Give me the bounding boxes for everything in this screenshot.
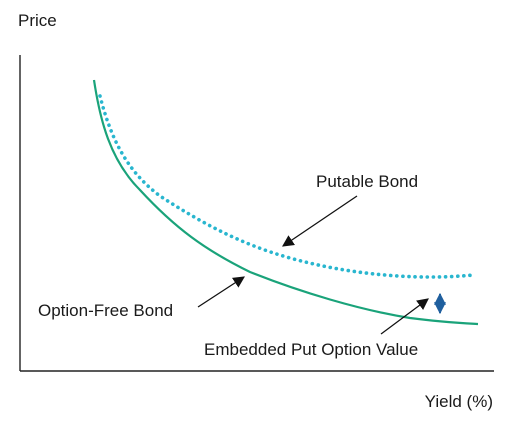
option-free-bond-label: Option-Free Bond: [38, 301, 173, 320]
embedded-put-option-label: Embedded Put Option Value: [204, 340, 418, 359]
y-axis-label: Price: [18, 11, 57, 30]
putable-bond-arrow: [282, 195, 358, 247]
putable-bond-label: Putable Bond: [316, 172, 418, 191]
option-free-bond-arrow: [197, 276, 245, 308]
option-free-bond-curve: [92, 79, 479, 326]
x-axis-label: Yield (%): [425, 392, 493, 411]
embedded-put-option-pointer: [380, 298, 429, 335]
